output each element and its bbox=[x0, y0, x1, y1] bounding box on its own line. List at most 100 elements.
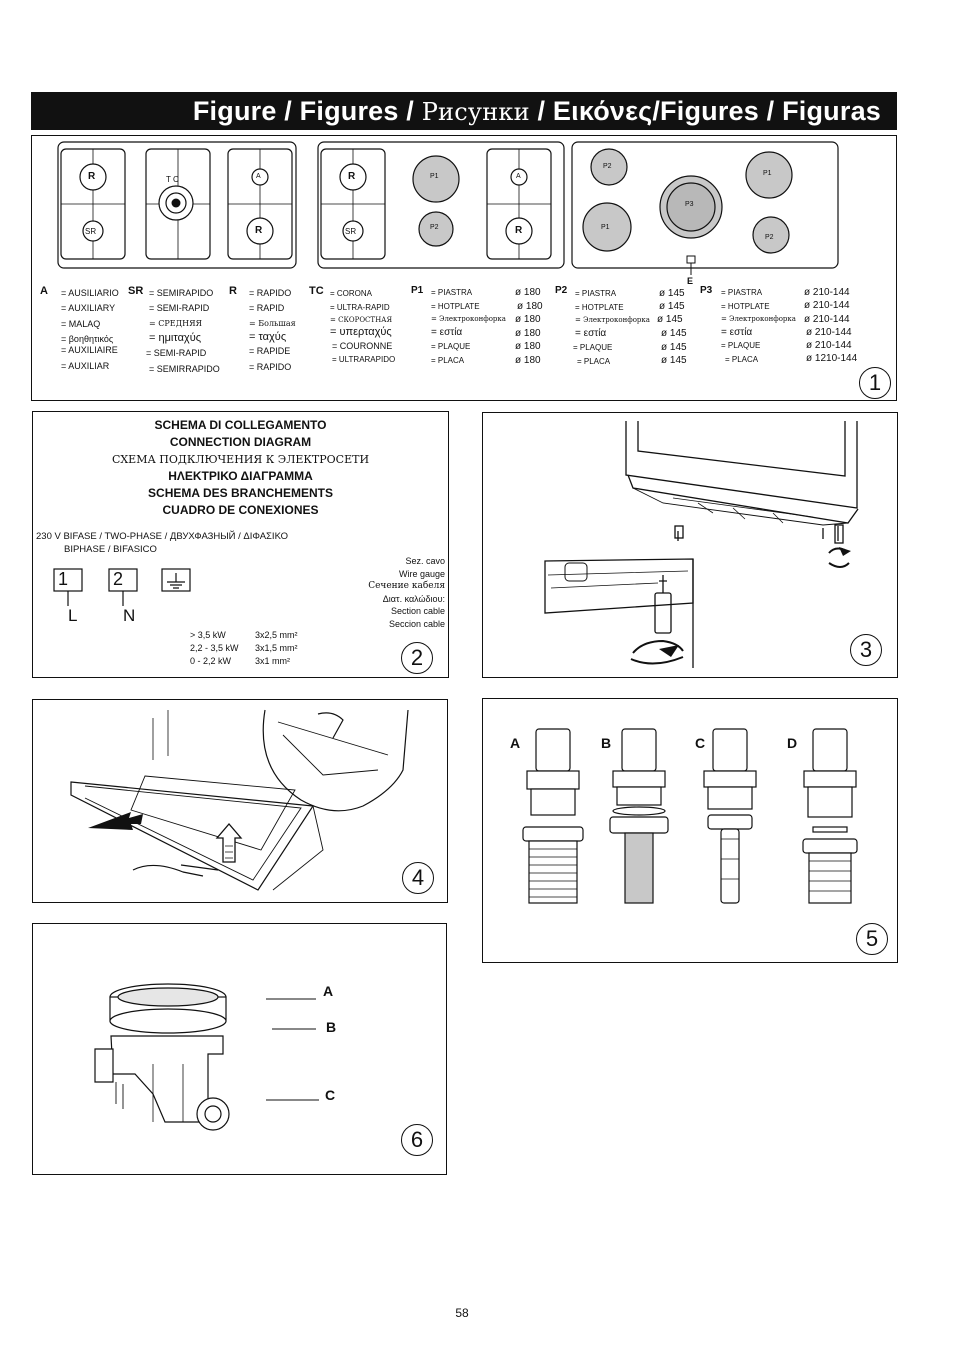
legend-key: TC bbox=[309, 285, 324, 297]
legend-item: = AUXILIARY bbox=[61, 303, 116, 313]
cable-gauge-labels: Sez. cavo Wire gauge Сечение кабеля Διατ… bbox=[330, 556, 445, 631]
hob-layout-diagrams bbox=[57, 141, 839, 275]
legend-item: = PLAQUE bbox=[573, 343, 613, 352]
legend-size: ø 180 bbox=[515, 341, 541, 352]
page-title: Figure / Figures / Рисунки / Εικόνες/Fig… bbox=[31, 92, 897, 130]
voltage-line: 230 V BIFASE / TWO-PHASE / ДВУХФАЗНЫЙ / … bbox=[36, 531, 289, 542]
burner-part-label-b: B bbox=[326, 1019, 337, 1035]
terminal-block-diagram bbox=[53, 568, 191, 606]
legend-item: = AUXILIAIRE bbox=[61, 345, 118, 355]
legend-item: = RAPID bbox=[249, 303, 285, 313]
legend-item: = RAPIDO bbox=[249, 362, 292, 372]
legend-item: = Бoльшая bbox=[249, 319, 296, 328]
legend-size: ø 210-144 bbox=[804, 314, 850, 325]
figure-4-panel bbox=[32, 699, 448, 903]
heading-russian: СХЕМА ПОДКЛЮЧЕНИЯ К ЭЛЕКТРОСЕТИ bbox=[111, 453, 370, 466]
label-r: R bbox=[88, 171, 96, 182]
legend-item: = PLAQUE bbox=[431, 342, 471, 351]
heading-english: CONNECTION DIAGRAM bbox=[169, 435, 312, 449]
label-sr: SR bbox=[85, 227, 97, 236]
legend-key: SR bbox=[128, 285, 144, 297]
legend-size: ø 180 bbox=[515, 355, 541, 366]
terminal-1: 1 bbox=[58, 569, 69, 589]
title-figure: Figure bbox=[192, 96, 277, 126]
title-sep: / bbox=[398, 96, 422, 126]
legend-item: = υπερταχύς bbox=[330, 326, 392, 338]
cable-label: Sez. cavo bbox=[405, 556, 445, 566]
legend-size: ø 145 bbox=[657, 314, 683, 325]
figure-6-panel bbox=[32, 923, 447, 1175]
legend-size: ø 210-144 bbox=[806, 327, 852, 338]
legend-item: = εστία bbox=[575, 328, 607, 339]
legend-size: ø 210-144 bbox=[806, 340, 852, 351]
hotplate-p1-icon bbox=[412, 155, 460, 203]
legend-item: = ULTRARAPIDO bbox=[332, 355, 396, 364]
legend-key: P3 bbox=[700, 285, 713, 296]
cable-label: Seccion cable bbox=[388, 618, 445, 629]
legend-key: A bbox=[40, 285, 48, 297]
indicator-light-e-icon bbox=[686, 255, 696, 264]
legend-item: = SEMI-RAPID bbox=[146, 348, 207, 358]
legend-item: = SEMIRRAPIDO bbox=[149, 364, 220, 374]
legend-item: = PLACA bbox=[725, 355, 759, 364]
legend-size: ø 180 bbox=[515, 314, 541, 325]
legend-item: = RAPIDE bbox=[249, 346, 291, 356]
legend-size: ø 145 bbox=[661, 342, 687, 353]
legend-item: = PLACA bbox=[431, 356, 465, 365]
label-p2: P2 bbox=[430, 224, 439, 231]
legend-item: = СКОРОСТНАЯ bbox=[330, 316, 393, 324]
heading-french: SCHEMA DES BRANCHEMENTS bbox=[148, 486, 333, 500]
legend-item: = SEMIRAPIDO bbox=[149, 288, 214, 298]
legend-size: ø 210-144 bbox=[804, 300, 850, 311]
figure-number: 6 bbox=[401, 1124, 433, 1156]
legend-item: = PLACA bbox=[577, 357, 611, 366]
label-p2: P2 bbox=[765, 234, 774, 241]
figure-number: 4 bbox=[402, 862, 434, 894]
legend-key: R bbox=[229, 285, 237, 297]
cable-label: Сечение кабеля bbox=[368, 581, 445, 591]
legend-item: = εστία bbox=[431, 327, 463, 338]
figure-number: 3 bbox=[850, 634, 882, 666]
legend-item: = PIASTRA bbox=[575, 289, 617, 298]
label-p1: P1 bbox=[430, 173, 439, 180]
legend-size: ø 145 bbox=[659, 301, 685, 312]
legend-size: ø 180 bbox=[515, 328, 541, 339]
label-p3: P3 bbox=[685, 201, 694, 208]
legend-item: = HOTPLATE bbox=[431, 302, 480, 311]
label-r: R bbox=[255, 225, 263, 236]
legend-item: = MALAQ bbox=[61, 319, 101, 329]
burner-part-label-c: C bbox=[325, 1087, 336, 1103]
legend-item: = СРЕДНЯЯ bbox=[149, 319, 202, 328]
fitting-label-c: C bbox=[695, 735, 706, 751]
label-p2: P2 bbox=[603, 163, 612, 170]
legend-item: = COURONNE bbox=[332, 341, 393, 351]
heading-greek: ΗΛΕΚΤΡΙΚΟ ΔΙΑΓΡΑΜΜΑ bbox=[168, 469, 313, 483]
legend-size: ø 145 bbox=[661, 328, 687, 339]
power-value: 0 - 2,2 kW bbox=[190, 656, 232, 666]
legend-item: = RAPIDO bbox=[249, 288, 292, 298]
legend-item: = εστία bbox=[721, 327, 753, 338]
figure-number: 5 bbox=[856, 923, 888, 955]
legend-key: P1 bbox=[411, 285, 424, 296]
figure-number: 1 bbox=[859, 367, 891, 399]
title-russian: Рисунки bbox=[421, 98, 530, 126]
label-r: R bbox=[515, 225, 523, 236]
figure-2-panel bbox=[32, 411, 449, 678]
power-value: 2,2 - 3,5 kW bbox=[190, 643, 239, 653]
burner-r-icon bbox=[79, 163, 107, 191]
section-value: 3x1,5 mm² bbox=[255, 643, 298, 653]
legend-item: = Электроконфорка bbox=[721, 315, 796, 323]
legend-item: = PIASTRA bbox=[721, 288, 763, 297]
legend-size: ø 145 bbox=[659, 288, 685, 299]
label-p1: P1 bbox=[601, 224, 610, 231]
heading-italian: SCHEMA DI COLLEGAMENTO bbox=[154, 418, 327, 432]
cable-label: Wire gauge bbox=[398, 568, 445, 579]
oven-leveling-feet-illustration bbox=[544, 421, 859, 668]
cable-label: Section cable bbox=[390, 606, 445, 616]
legend-item: = CORONA bbox=[330, 289, 373, 298]
hotplate-p2-icon bbox=[418, 211, 454, 247]
legend-size: ø 1210-144 bbox=[806, 353, 858, 364]
gas-connection-fittings-illustration bbox=[522, 728, 858, 904]
legend-item: = ULTRA-RAPID bbox=[330, 303, 390, 312]
power-value: > 3,5 kW bbox=[190, 630, 226, 640]
